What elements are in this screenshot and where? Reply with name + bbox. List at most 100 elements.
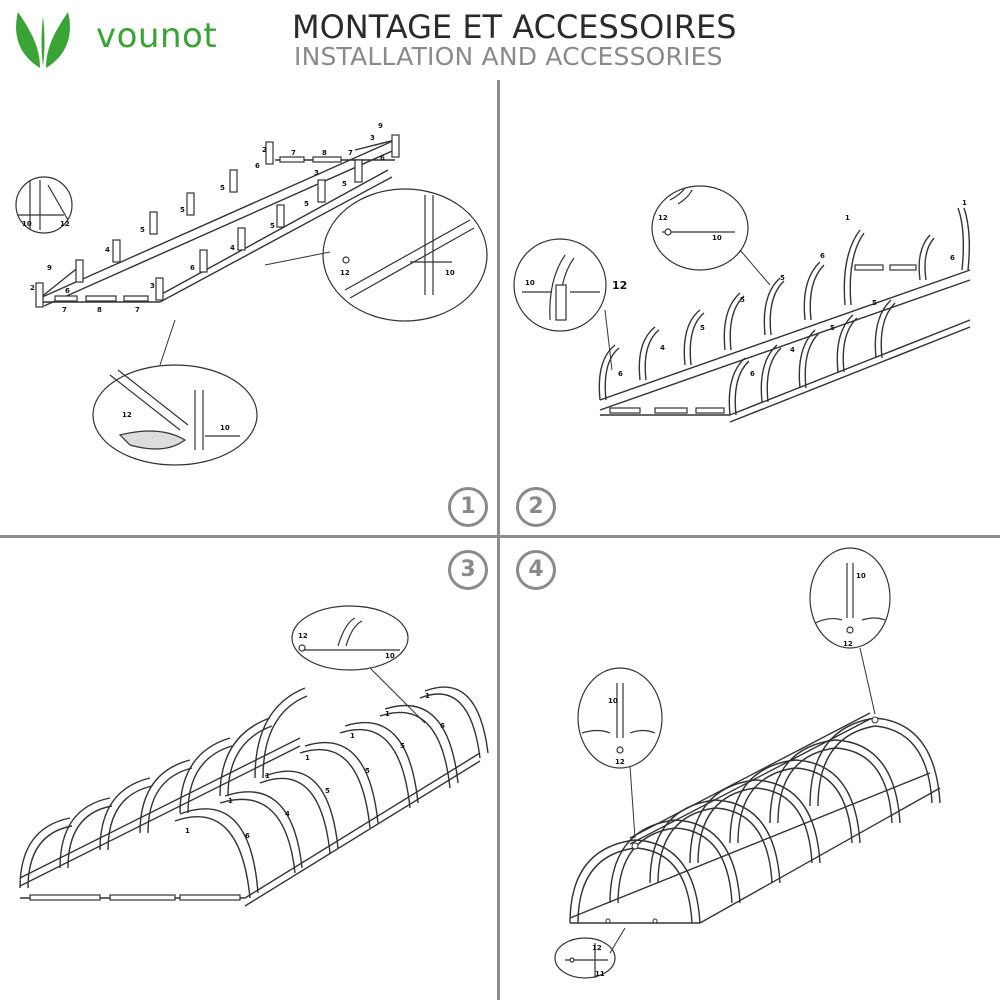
part-label-12: 12 [60,220,70,228]
page-title: MONTAGE ET ACCESSOIRES [292,8,737,46]
part-label-1: 1 [385,710,390,718]
part-label-3: 3 [314,169,319,177]
part-label-5: 5 [304,200,309,208]
step-number-4: 4 [516,550,556,590]
detail-callout-ridge-right [809,547,891,649]
part-label-7: 7 [291,149,296,157]
page-subtitle: INSTALLATION AND ACCESSORIES [294,42,723,71]
part-label-6: 6 [380,154,385,162]
header: vounot MONTAGE ET ACCESSOIRES INSTALLATI… [0,0,1000,78]
detail-callout-joint [15,176,73,234]
part-label-4: 4 [230,244,235,252]
part-label-5: 5 [700,324,705,332]
detail-callout-rail [322,188,488,322]
detail-callout-arch-top [651,185,749,271]
arch-install-diagram: 6 4 5 5 5 6 6 4 5 5 6 1 1 10 12 [513,185,971,423]
part-label-10: 10 [445,269,455,277]
tunnel-arches [569,717,941,924]
part-label-5: 5 [220,184,225,192]
part-label-7: 7 [348,149,353,157]
part-label-6: 6 [820,252,825,260]
part-label-1: 1 [845,214,850,222]
part-label-1: 1 [265,772,270,780]
part-label-12: 12 [298,632,308,640]
part-label-8: 8 [322,149,327,157]
part-label-2: 2 [30,284,35,292]
part-label-10: 10 [525,279,535,287]
part-label-4: 4 [790,346,795,354]
panel-step-3: 1 6 4 5 5 5 6 1 1 1 1 1 1 12 10 3 [0,538,497,1000]
part-label-2: 2 [262,146,267,154]
part-label-5: 5 [400,742,405,750]
vertical-divider [497,80,500,1000]
part-label-4: 4 [105,246,110,254]
step-number-3: 3 [448,550,488,590]
horizontal-divider [0,535,1000,538]
panel-step-4: 10 12 10 12 12 11 4 [500,538,997,1000]
part-label-5: 5 [140,226,145,234]
part-label-12: 12 [843,640,853,648]
part-label-12: 12 [340,269,350,277]
part-label-1: 1 [185,827,190,835]
part-label-5: 5 [342,180,347,188]
part-label-5: 5 [365,767,370,775]
detail-callout-base-pin [554,937,616,979]
brand-name: vounot [96,16,218,56]
part-label-12: 12 [592,944,602,952]
leaf-logo-icon [16,12,70,68]
part-label-9: 9 [378,122,383,130]
part-label-1: 1 [962,199,967,207]
detail-callout-arch-joint [291,605,409,671]
part-label-6: 6 [950,254,955,262]
part-label-5: 5 [872,299,877,307]
part-label-5: 5 [270,222,275,230]
part-label-5: 5 [830,324,835,332]
detail-callout-arch-base [513,238,607,332]
part-label-8: 8 [97,306,102,314]
arch-connect-diagram: 1 6 4 5 5 5 6 1 1 1 1 1 1 12 10 [19,605,489,907]
part-label-10: 10 [712,234,722,242]
part-label-3: 3 [370,134,375,142]
part-label-5: 5 [740,296,745,304]
part-label-6: 6 [750,370,755,378]
part-label-1: 1 [350,732,355,740]
part-label-10: 10 [856,572,866,580]
part-label-5: 5 [325,787,330,795]
part-label-10: 10 [385,652,395,660]
part-label-4: 4 [660,344,665,352]
part-label-9: 9 [47,264,52,272]
arch-segments [598,207,971,416]
part-label-6: 6 [255,162,260,170]
part-label-1: 1 [425,692,430,700]
part-label-6: 6 [245,832,250,840]
part-label-10: 10 [608,697,618,705]
part-label-5: 5 [180,206,185,214]
step-number-2: 2 [516,487,556,527]
part-label-7: 7 [135,306,140,314]
part-label-10: 10 [220,424,230,432]
part-label-1: 1 [228,797,233,805]
part-label-6: 6 [618,370,623,378]
part-label-6: 6 [65,287,70,295]
part-label-12: 12 [658,214,668,222]
part-label-12: 12 [612,279,627,292]
ridge-pole-diagram: 10 12 10 12 12 11 [554,547,941,979]
detail-callout-corner [92,364,258,466]
part-label-6: 6 [190,264,195,272]
part-label-12: 12 [122,411,132,419]
detail-callout-ridge-left [577,667,663,769]
part-label-3: 3 [150,282,155,290]
part-label-4: 4 [285,810,290,818]
panel-step-2: 6 4 5 5 5 6 6 4 5 5 6 1 1 10 12 [500,80,997,535]
base-frame-diagram: 2 6 9 4 5 5 5 6 2 7 8 7 3 6 4 5 5 5 6 7 … [15,122,488,466]
part-label-6: 6 [440,722,445,730]
part-label-12: 12 [615,758,625,766]
part-label-10: 10 [22,220,32,228]
panel-step-1: 2 6 9 4 5 5 5 6 2 7 8 7 3 6 4 5 5 5 6 7 … [0,80,497,535]
step-number-1: 1 [448,487,488,527]
part-label-11: 11 [595,970,605,978]
part-label-5: 5 [780,274,785,282]
arch-ribs [19,686,489,899]
part-label-1: 1 [305,754,310,762]
part-label-7: 7 [62,306,67,314]
